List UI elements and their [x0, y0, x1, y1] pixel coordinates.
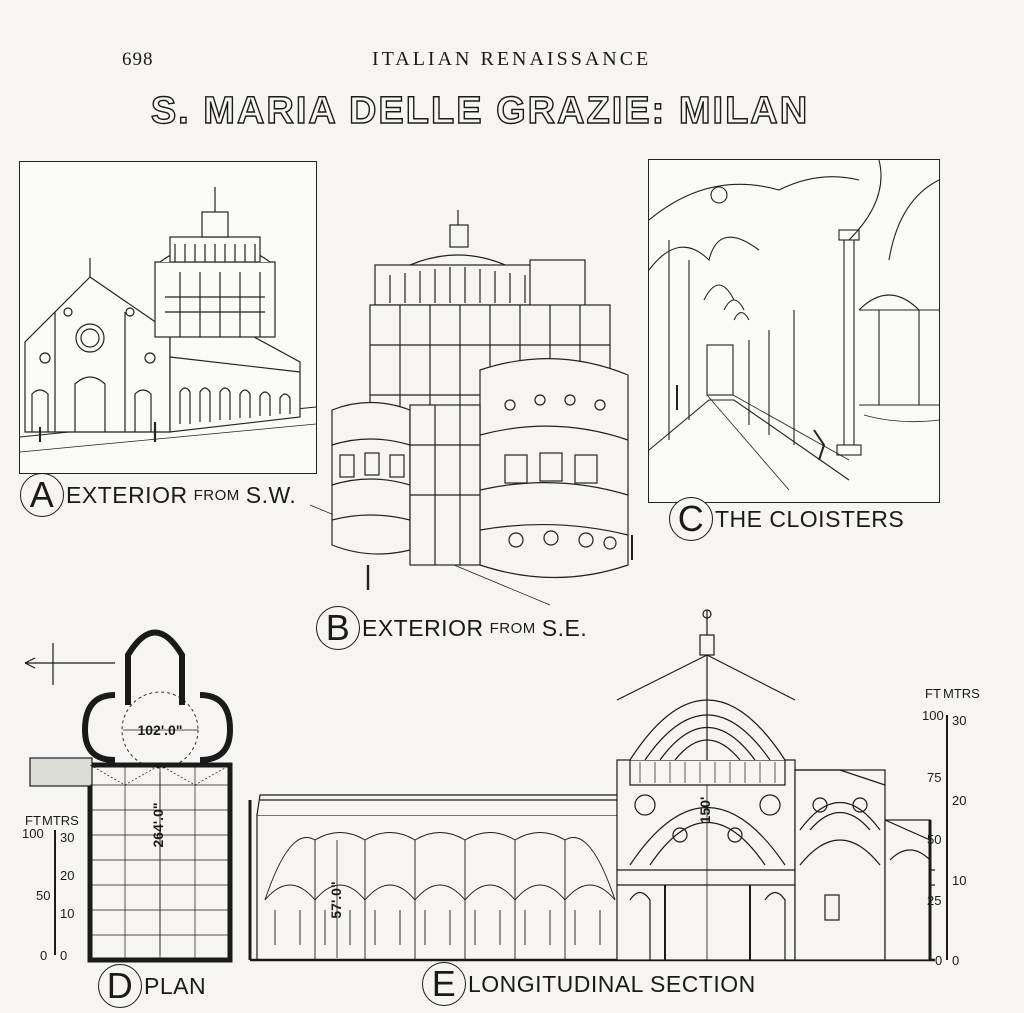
caption-a-small: FROM — [193, 486, 240, 504]
plan-drawing: 102'.0" 264'.0" FT MTRS 100 50 0 30 20 1… — [22, 629, 234, 963]
svg-text:20: 20 — [952, 793, 966, 808]
caption-c-main: THE CLOISTERS — [715, 505, 905, 532]
svg-text:MTRS: MTRS — [42, 813, 79, 828]
figure-letter-c: C — [669, 497, 713, 541]
running-head: ITALIAN RENAISSANCE — [372, 48, 652, 70]
figure-d-caption: D PLAN — [98, 964, 206, 1008]
figure-a-caption: A EXTERIOR FROM S.W. — [20, 473, 296, 517]
svg-text:100: 100 — [922, 708, 944, 723]
page-number: 698 — [122, 49, 154, 70]
plan-scale-bar: FT MTRS 100 50 0 30 20 10 0 — [22, 813, 79, 963]
svg-text:20: 20 — [60, 868, 74, 883]
cloisters-drawing — [648, 159, 940, 491]
page-title: S. MARIA DELLE GRAZIE: MILAN — [150, 89, 810, 132]
figure-letter-b: B — [316, 606, 360, 650]
caption-a-end: S.W. — [245, 481, 297, 508]
compass-icon — [24, 643, 115, 685]
caption-d-main: PLAN — [144, 972, 207, 999]
svg-text:10: 10 — [60, 906, 74, 921]
figure-a-illustration — [19, 161, 317, 474]
svg-text:0: 0 — [40, 948, 47, 963]
svg-text:0: 0 — [60, 948, 67, 963]
svg-text:30: 30 — [952, 713, 966, 728]
svg-text:0: 0 — [935, 953, 942, 968]
figure-b-caption: B EXTERIOR FROM S.E. — [316, 606, 587, 650]
svg-text:50: 50 — [927, 832, 941, 847]
svg-text:10: 10 — [952, 873, 966, 888]
exterior-sw-drawing — [19, 187, 317, 453]
svg-text:50: 50 — [36, 888, 50, 903]
svg-text:75: 75 — [927, 770, 941, 785]
plan-length-dimension: 264'.0" — [150, 802, 166, 847]
caption-b-small: FROM — [489, 619, 536, 637]
svg-text:100: 100 — [22, 826, 44, 841]
figure-letter-d: D — [98, 964, 142, 1008]
nave-vaults — [264, 832, 616, 960]
figure-letter-a: A — [20, 473, 64, 517]
dome-height-dimension: 150' — [697, 797, 713, 824]
svg-text:FT: FT — [925, 686, 941, 701]
svg-text:30: 30 — [60, 830, 74, 845]
svg-text:0: 0 — [952, 953, 959, 968]
plan-width-dimension: 102'.0" — [137, 722, 182, 738]
figure-c-caption: C THE CLOISTERS — [669, 497, 904, 541]
svg-text:FT: FT — [25, 813, 41, 828]
nave-height-dimension: 57'.0" — [328, 881, 344, 918]
exterior-se-drawing — [309, 210, 633, 606]
svg-text:25: 25 — [927, 893, 941, 908]
caption-b-end: S.E. — [541, 614, 588, 641]
section-scale-bar: FT MTRS 100 75 50 25 0 30 20 10 0 — [922, 686, 980, 968]
figure-letter-e: E — [422, 962, 466, 1006]
caption-e-main: LONGITUDINAL SECTION — [468, 970, 756, 997]
section-drawing: 57'.0" 150' FT MTRS 100 75 50 25 0 30 20… — [248, 609, 980, 968]
caption-a-main: EXTERIOR — [66, 481, 188, 508]
figure-e-caption: E LONGITUDINAL SECTION — [422, 962, 756, 1006]
figure-c-illustration — [648, 159, 940, 503]
caption-b-main: EXTERIOR — [362, 614, 484, 641]
svg-text:MTRS: MTRS — [943, 686, 980, 701]
